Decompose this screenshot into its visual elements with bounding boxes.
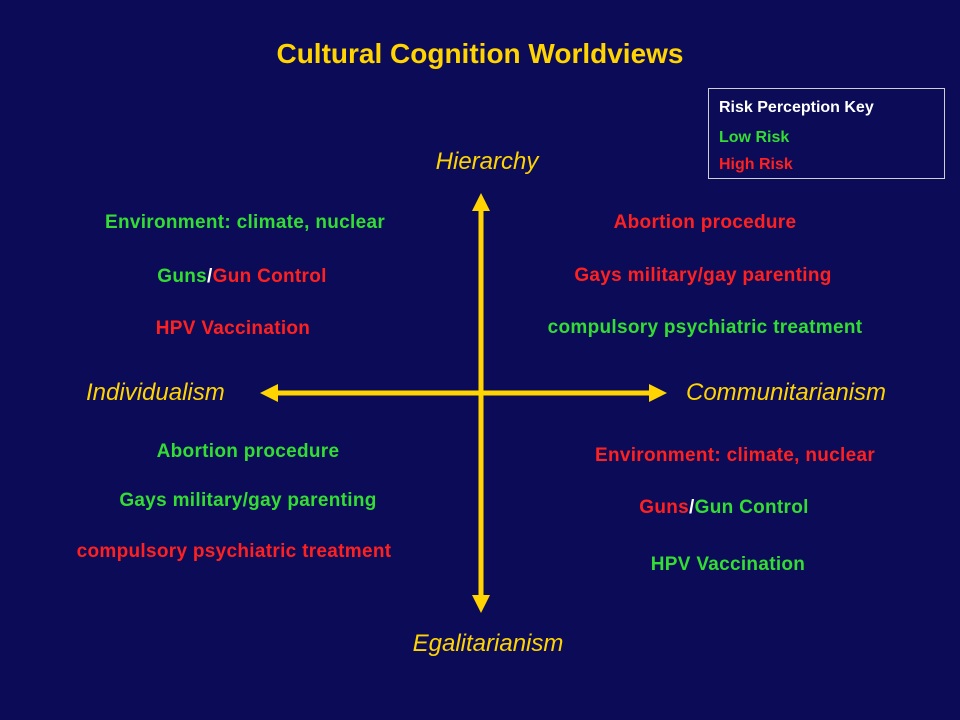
- ec-guns: Guns: [639, 497, 690, 518]
- ec-guns-separator: /: [689, 497, 695, 518]
- ec-guns-gun-control: Guns/Gun Control: [639, 497, 808, 519]
- key-high-risk: High Risk: [719, 156, 793, 173]
- ei-psych: compulsory psychiatric treatment: [76, 541, 392, 562]
- axis-label-egalitarianism: Egalitarianism: [412, 630, 564, 657]
- hi-environment: Environment: climate, nuclear: [104, 212, 386, 233]
- ec-gun-control: Gun Control: [694, 497, 809, 518]
- axis-label-hierarchy: Hierarchy: [435, 148, 539, 175]
- vertical-axis-arrow-top: [472, 193, 490, 211]
- ei-abortion: Abortion procedure: [156, 441, 340, 462]
- ei-gays: Gays military/gay parenting: [119, 490, 377, 511]
- axis-label-individualism: Individualism: [86, 379, 225, 406]
- hc-gays: Gays military/gay parenting: [574, 265, 832, 286]
- hi-guns-gun-control: Guns/Gun Control: [157, 266, 326, 288]
- horizontal-axis-arrow-left: [260, 384, 278, 402]
- axis-label-communitarianism: Communitarianism: [686, 379, 887, 406]
- diagram-title: Cultural Cognition Worldviews: [276, 38, 684, 69]
- hi-guns-separator: /: [207, 266, 213, 287]
- hi-guns: Guns: [157, 266, 208, 287]
- vertical-axis-arrow-bottom: [472, 595, 490, 613]
- hi-gun-control: Gun Control: [212, 266, 327, 287]
- ec-environment: Environment: climate, nuclear: [594, 445, 876, 466]
- key-title: Risk Perception Key: [719, 99, 874, 116]
- hc-abortion: Abortion procedure: [613, 212, 797, 233]
- horizontal-axis-arrow-right: [649, 384, 667, 402]
- ec-hpv-vaccination: HPV Vaccination: [650, 554, 806, 575]
- hc-psych: compulsory psychiatric treatment: [547, 317, 863, 338]
- hi-hpv-vaccination: HPV Vaccination: [155, 318, 311, 339]
- risk-perception-key: Risk Perception Key Low Risk High Risk: [708, 88, 945, 179]
- key-low-risk: Low Risk: [719, 129, 790, 146]
